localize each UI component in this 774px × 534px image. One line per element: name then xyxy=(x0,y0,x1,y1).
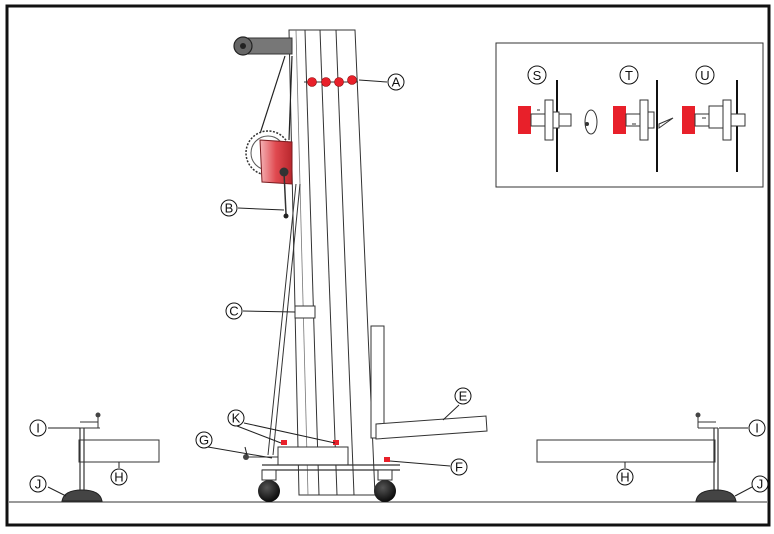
locking-pin xyxy=(334,77,344,87)
base-block xyxy=(277,446,349,466)
callout-label: A xyxy=(392,75,401,90)
callout-K: K xyxy=(227,409,245,427)
callout-F: F xyxy=(450,458,468,476)
mast-line xyxy=(304,29,320,496)
pin-bracket xyxy=(544,99,554,141)
callout-label: I xyxy=(36,421,40,436)
callout-G: G xyxy=(195,431,213,449)
outrigger-lock-pin xyxy=(333,440,339,445)
pin-shaft xyxy=(694,113,710,127)
pin-rotation-indicator xyxy=(584,109,598,135)
callout-I-right: I xyxy=(748,419,766,437)
callout-label: J xyxy=(757,477,764,492)
left-outrigger xyxy=(61,412,160,502)
wheel-mount xyxy=(261,469,277,481)
callout-T: T xyxy=(619,65,639,85)
rear-leg xyxy=(267,183,297,456)
outrigger-handle-knob xyxy=(695,412,701,418)
callout-U: U xyxy=(695,65,715,85)
outrigger-handle-knob xyxy=(95,412,101,418)
pin-shaft xyxy=(530,113,546,127)
leader-lines xyxy=(47,79,753,497)
outrigger-pin xyxy=(243,454,249,460)
callout-label: H xyxy=(620,470,629,485)
rear-leg xyxy=(272,183,301,456)
winch-handle xyxy=(283,171,287,215)
carriage-clamp xyxy=(294,305,316,319)
pin-rotation-dot xyxy=(585,122,589,126)
callout-A: A xyxy=(387,73,405,91)
pin-detail-inset xyxy=(495,42,764,188)
pin-knob xyxy=(518,106,531,134)
winch-body xyxy=(259,139,293,185)
pin-tip xyxy=(558,113,572,127)
wheel xyxy=(258,480,280,502)
wheel xyxy=(374,480,396,502)
outrigger-beam xyxy=(78,439,160,463)
callout-H-left: H xyxy=(110,468,128,486)
callout-B: B xyxy=(220,199,238,217)
pin-sleeve xyxy=(722,99,732,141)
callout-label: I xyxy=(755,421,759,436)
callout-label: U xyxy=(700,68,709,83)
callout-label: E xyxy=(459,389,468,404)
locking-pin xyxy=(321,77,331,87)
lift-assembly xyxy=(233,29,488,502)
pin-sleeve xyxy=(552,111,560,129)
callout-label: H xyxy=(114,470,123,485)
winch-handle-knob xyxy=(283,213,289,219)
callout-J-left: J xyxy=(29,475,47,493)
callout-S: S xyxy=(527,65,547,85)
fork-upright xyxy=(370,325,385,439)
pin-bracket xyxy=(708,105,724,129)
callout-label: T xyxy=(625,68,633,83)
callout-label: S xyxy=(533,68,542,83)
brake-pin xyxy=(384,457,390,462)
callout-label: C xyxy=(229,304,238,319)
callout-E: E xyxy=(454,387,472,405)
cable xyxy=(288,55,293,141)
locking-pin xyxy=(307,77,317,87)
callout-label: G xyxy=(199,433,209,448)
callout-J-right: J xyxy=(751,475,769,493)
callout-C: C xyxy=(225,302,243,320)
right-outrigger xyxy=(536,412,737,502)
callout-H-right: H xyxy=(616,468,634,486)
outrigger-beam xyxy=(536,439,716,463)
callout-label: F xyxy=(455,460,463,475)
pin-knob xyxy=(613,106,626,134)
cable xyxy=(257,55,286,141)
pin-bracket xyxy=(639,99,649,141)
leveling-foot xyxy=(695,489,737,502)
callout-label: K xyxy=(232,411,241,426)
callout-I-left: I xyxy=(29,419,47,437)
fork-arm xyxy=(375,415,488,440)
top-pulley-hub xyxy=(240,43,246,49)
pin-sleeve xyxy=(647,111,655,129)
pin-tip xyxy=(730,113,746,127)
callout-label: J xyxy=(35,477,42,492)
locking-pins xyxy=(304,75,358,87)
mast-line xyxy=(335,29,355,496)
mast-line xyxy=(295,29,309,496)
callout-label: B xyxy=(225,201,234,216)
pin-knob xyxy=(682,106,695,134)
outrigger-lock-pin xyxy=(281,440,287,445)
locking-pin xyxy=(347,75,357,85)
wheel-mount xyxy=(377,469,393,481)
mast-line xyxy=(319,29,338,496)
pin-tip xyxy=(658,117,674,129)
